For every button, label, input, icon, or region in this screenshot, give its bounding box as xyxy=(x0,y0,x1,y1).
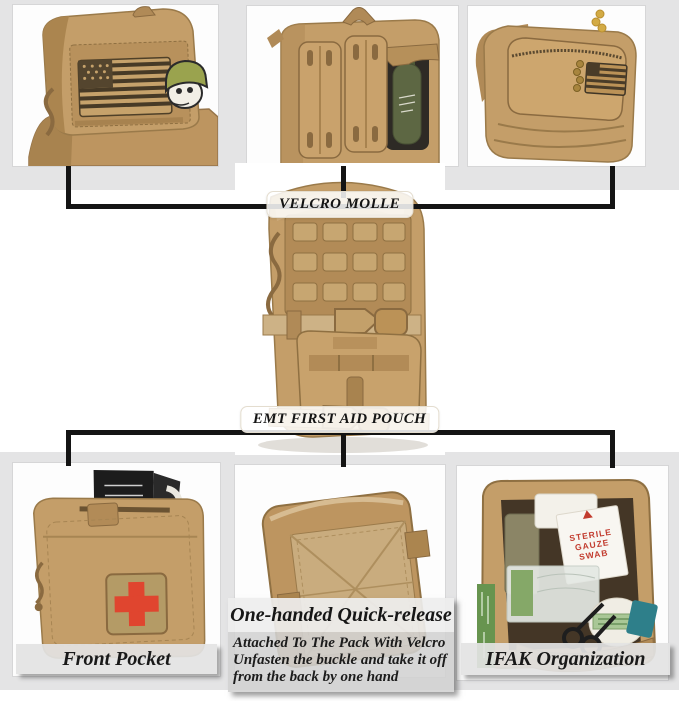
front-pocket-caption: Front Pocket xyxy=(16,644,217,674)
drawstring-cord xyxy=(266,231,282,319)
red-cross-patch-icon xyxy=(105,572,169,636)
connector-bottom-center-vertical xyxy=(341,434,346,467)
connector-top-right-vertical xyxy=(610,166,615,209)
top-strap-with-buckle xyxy=(262,308,422,340)
connector-top-left-vertical xyxy=(66,166,71,209)
quick-release-line-1: Attached To The Pack With Velcro xyxy=(233,635,446,651)
molle-attachments-illustration xyxy=(247,6,458,166)
photo-top-middle-molle-view xyxy=(247,6,458,166)
flag-patch-pouch-illustration xyxy=(13,5,218,166)
gauze-text-line3: SWAB xyxy=(578,547,609,561)
photo-top-left-flag-patch-view xyxy=(13,5,218,166)
webbing-tab-right xyxy=(404,529,431,560)
photo-top-right-zip-pocket-view xyxy=(468,6,645,166)
connector-top-center-vertical xyxy=(341,166,346,198)
mag-pouch-right xyxy=(344,35,388,153)
cartoon-skull-helmet-patch-icon xyxy=(164,59,209,109)
front-pocket-illustration xyxy=(13,463,220,676)
us-flag-patch-small-icon xyxy=(584,62,628,96)
poly-bag xyxy=(506,565,600,623)
carry-handle xyxy=(132,6,156,18)
front-zip-pocket xyxy=(507,37,627,122)
emt-pouch-label: EMT FIRST AID POUCH xyxy=(239,406,440,433)
drawstring-cord xyxy=(43,87,55,137)
mag-pouch-left xyxy=(298,41,342,159)
sterile-gauze-package: STERILE GAUZE SWAB xyxy=(555,505,629,585)
velcro-molle-label: VELCRO MOLLE xyxy=(265,191,414,218)
quick-release-line-3: from the back by one hand xyxy=(233,669,399,685)
connector-bottom-right-vertical xyxy=(610,430,615,468)
green-bottle xyxy=(392,56,422,145)
quick-release-caption-block: One-handed Quick-release Attached To The… xyxy=(228,598,454,692)
us-flag-patch-icon xyxy=(77,56,173,118)
quick-release-description: Attached To The Pack With Velcro Unfaste… xyxy=(228,632,454,692)
zipper-pull-braid xyxy=(591,9,607,33)
zip-pocket-pouch-illustration xyxy=(468,6,645,166)
photo-bottom-left-front-pocket-view xyxy=(13,463,220,676)
zipper-cords xyxy=(35,561,44,605)
connector-bottom-left-vertical xyxy=(66,430,71,466)
ifak-organization-caption: IFAK Organization xyxy=(461,643,670,675)
teal-packet xyxy=(626,600,658,638)
gold-braid-pull xyxy=(573,60,584,92)
carry-handle xyxy=(342,7,376,26)
front-pocket xyxy=(296,330,422,428)
quick-release-line-2: Unfasten the buckle and take it off xyxy=(233,652,447,668)
molle-velcro-panel xyxy=(284,214,412,316)
quick-release-title: One-handed Quick-release xyxy=(228,598,454,632)
